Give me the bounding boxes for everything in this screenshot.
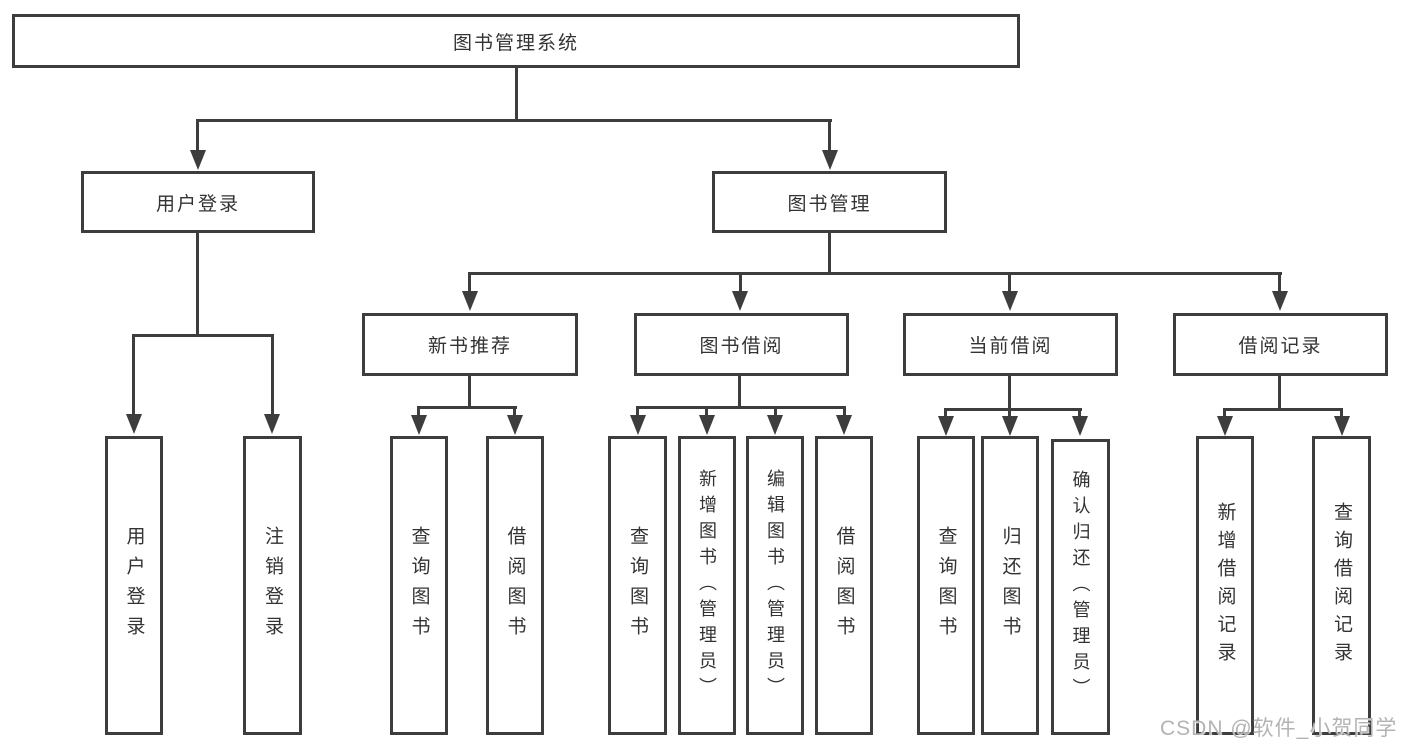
node-label: 用户登录 — [123, 525, 145, 646]
csdn-watermark: CSDN @软件_小贺同学 — [1160, 717, 1398, 740]
arrow-to-add-book — [699, 415, 715, 435]
connector-stub-add-book — [705, 406, 708, 417]
connector-borrowing-drop-line — [738, 376, 741, 409]
arrow-to-edit-book — [767, 415, 783, 435]
connector-stub-query-books-3 — [944, 408, 947, 418]
node-label: 归还图书 — [999, 525, 1021, 646]
node-label: 当前借阅 — [968, 336, 1053, 357]
leaf-return-book: 归还图书 — [981, 436, 1039, 735]
connector-stub-query-record — [1340, 408, 1343, 418]
node-label: 图书管理系统 — [452, 32, 579, 54]
connector-bookmgmt-drop-line — [828, 233, 831, 275]
connector-userlogin-hbar — [132, 334, 274, 337]
node-label: 借阅图书 — [833, 525, 855, 646]
arrow-to-current-borrowing — [1002, 291, 1018, 311]
node-label: 借阅记录 — [1238, 336, 1323, 357]
arrow-to-book-borrowing — [732, 291, 748, 311]
arrow-to-borrow-books-1 — [507, 415, 523, 435]
arrow-to-logout-leaf — [264, 414, 280, 434]
arrow-to-query-books-3 — [938, 416, 954, 436]
connector-root-hbar — [196, 119, 832, 122]
connector-stub-query-books-1 — [417, 406, 420, 417]
connector-stub-book-borrowing — [739, 272, 742, 293]
arrow-to-query-record — [1334, 416, 1350, 436]
node-book-management-branch: 图书管理 — [712, 171, 947, 233]
node-label: 确认归还（管理员） — [1070, 470, 1091, 704]
node-label: 新增图书（管理员） — [697, 468, 717, 703]
connector-stub-query-books-2 — [636, 406, 639, 417]
node-borrowing-records: 借阅记录 — [1173, 313, 1388, 376]
connector-bookmgmt-hbar — [468, 272, 1282, 275]
connector-stub-borrow-books-1 — [513, 406, 516, 417]
node-label: 查询图书 — [935, 525, 957, 646]
connector-stub-return-book — [1008, 408, 1011, 418]
connector-stub-edit-book — [774, 406, 777, 417]
arrow-to-add-record — [1217, 416, 1233, 436]
arrow-to-query-books-2 — [630, 415, 646, 435]
connector-newbook-hbar — [417, 406, 517, 409]
leaf-query-books-current: 查询图书 — [917, 436, 975, 735]
node-library-management-system: 图书管理系统 — [12, 14, 1020, 68]
connector-stub-current-borrowing — [1008, 272, 1011, 293]
leaf-query-books-newbook: 查询图书 — [390, 436, 448, 735]
connector-stub-new-book — [468, 272, 471, 293]
connector-records-hbar — [1223, 408, 1343, 411]
arrow-to-user-login — [190, 150, 206, 170]
node-label: 借阅图书 — [504, 525, 526, 646]
leaf-query-books-borrowing: 查询图书 — [608, 436, 667, 735]
arrow-to-borrow-books-2 — [836, 415, 852, 435]
connector-current-drop-line — [1008, 376, 1011, 410]
connector-stub-confirm-return — [1078, 408, 1081, 418]
connector-stub-logout-leaf — [271, 334, 274, 416]
node-label: 新书推荐 — [427, 336, 512, 357]
node-label: 用户登录 — [155, 193, 240, 215]
connector-stub-add-record — [1223, 408, 1226, 418]
leaf-user-login: 用户登录 — [105, 436, 163, 735]
node-label: 新增借阅记录 — [1214, 501, 1236, 670]
connector-newbook-drop-line — [468, 376, 471, 409]
arrow-to-query-books-1 — [411, 415, 427, 435]
connector-root-drop-line — [515, 68, 518, 122]
arrow-to-new-book-recommendation — [462, 291, 478, 311]
connector-records-drop-line — [1278, 376, 1281, 410]
connector-current-hbar — [944, 408, 1082, 411]
leaf-add-book-admin: 新增图书（管理员） — [678, 436, 736, 735]
node-label: 查询图书 — [408, 525, 430, 646]
leaf-borrow-books-newbook: 借阅图书 — [486, 436, 544, 735]
arrow-to-confirm-return — [1072, 416, 1088, 436]
node-book-borrowing: 图书借阅 — [634, 313, 849, 376]
arrow-to-return-book — [1002, 416, 1018, 436]
leaf-logout: 注销登录 — [243, 436, 302, 735]
leaf-edit-book-admin: 编辑图书（管理员） — [746, 436, 804, 735]
arrow-to-book-management — [822, 150, 838, 170]
connector-stub-borrowing-records — [1278, 272, 1281, 293]
connector-stub-user-login — [196, 119, 199, 152]
node-label: 查询借阅记录 — [1331, 501, 1352, 670]
connector-borrowing-hbar — [636, 406, 846, 409]
leaf-borrow-books-borrowing: 借阅图书 — [815, 436, 873, 735]
node-label: 查询图书 — [627, 525, 648, 646]
node-label: 图书管理 — [787, 193, 872, 215]
arrow-to-user-login-leaf — [126, 414, 142, 434]
connector-stub-borrow-books-2 — [843, 406, 846, 417]
node-current-borrowing: 当前借阅 — [903, 313, 1118, 376]
connector-userlogin-drop-line — [196, 233, 199, 337]
node-new-book-recommendation: 新书推荐 — [362, 313, 578, 376]
leaf-confirm-return-admin: 确认归还（管理员） — [1051, 439, 1110, 735]
connector-stub-book-management — [828, 119, 831, 152]
node-label: 注销登录 — [262, 525, 283, 646]
node-user-login-branch: 用户登录 — [81, 171, 315, 233]
node-label: 图书借阅 — [699, 336, 784, 357]
arrow-to-borrowing-records — [1272, 291, 1288, 311]
connector-stub-user-login-leaf — [132, 334, 135, 416]
leaf-query-borrow-record: 查询借阅记录 — [1312, 436, 1371, 735]
node-label: 编辑图书（管理员） — [765, 468, 785, 703]
leaf-add-borrow-record: 新增借阅记录 — [1196, 436, 1254, 735]
